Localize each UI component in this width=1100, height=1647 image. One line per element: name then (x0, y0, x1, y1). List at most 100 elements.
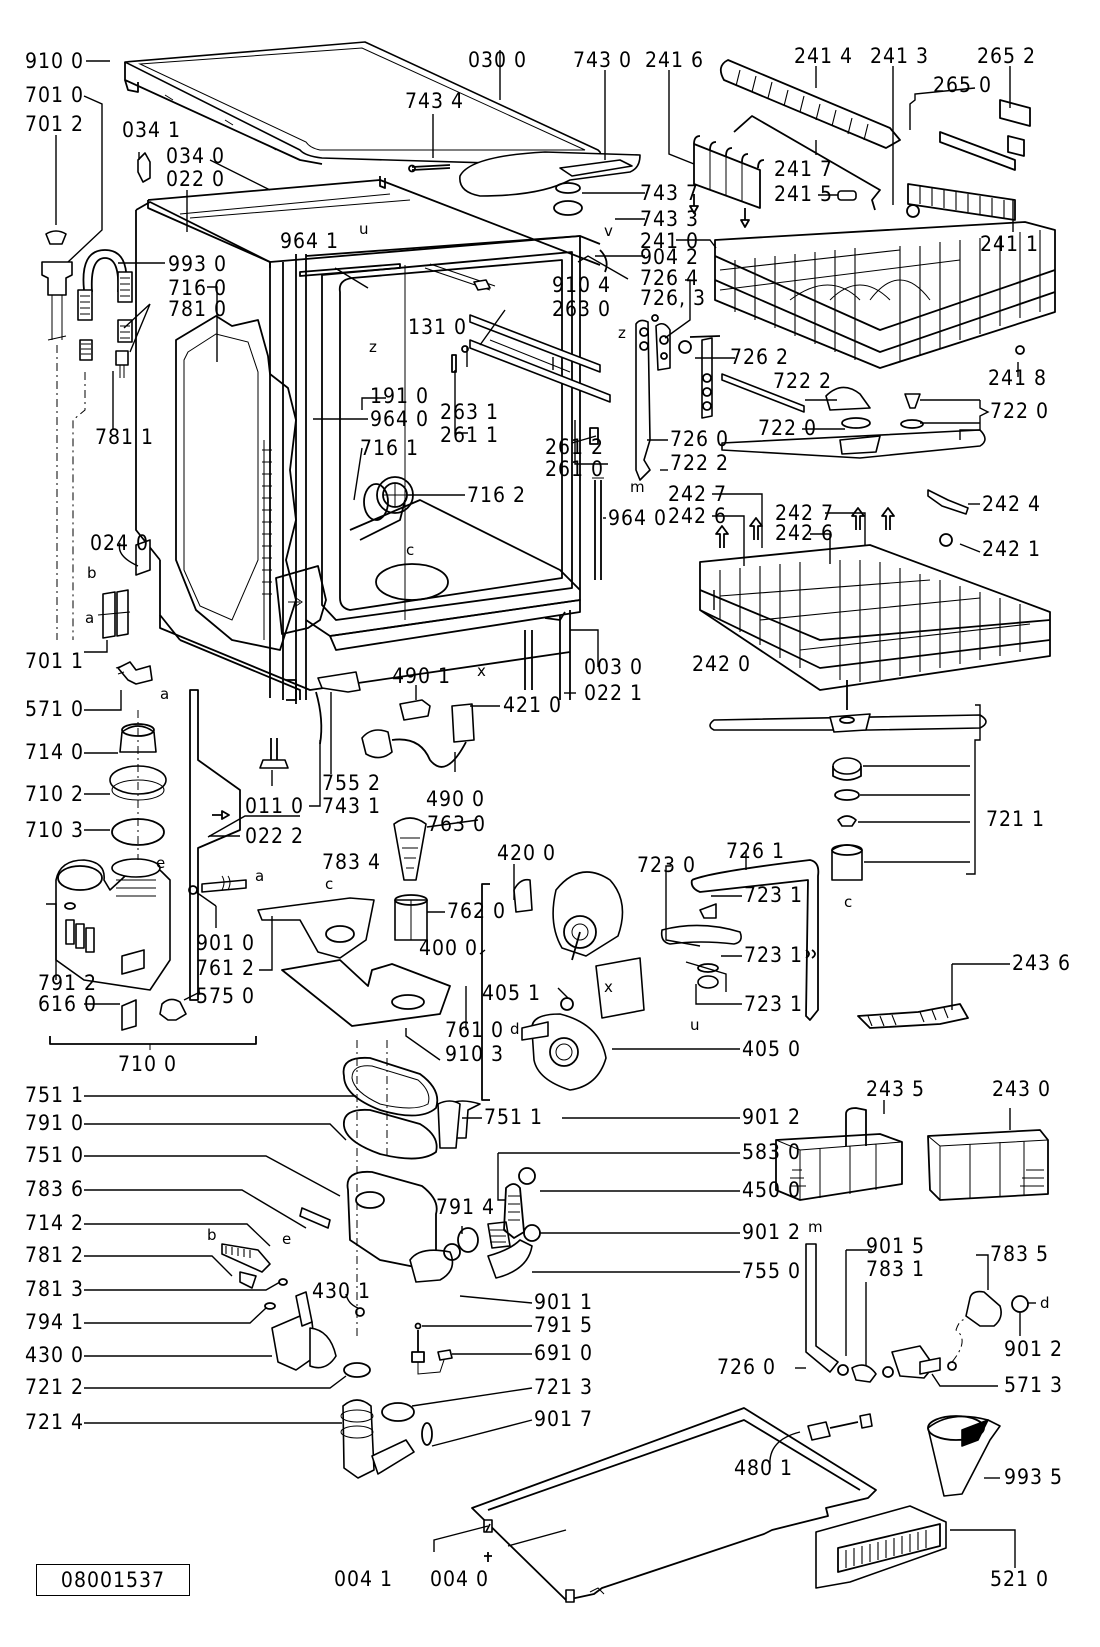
part-label-242-1: 242 1 (982, 537, 1041, 561)
part-label-405-0: 405 0 (742, 1037, 801, 1061)
part-label-243-5: 243 5 (866, 1077, 925, 1101)
part-label-964-0-right: 964 0 (608, 506, 667, 530)
part-label-191-0: 191 0 (370, 384, 429, 408)
cable-connector (807, 1413, 873, 1441)
upper-spray-arm (721, 373, 986, 459)
part-label-781-0: 781 0 (168, 297, 227, 321)
tub-cabinet (135, 176, 611, 704)
fold-down-rack (907, 99, 1031, 221)
drawing-number: 08001537 (60, 1568, 166, 1592)
part-label-726-0-top: 726 0 (670, 427, 729, 451)
part-label-722-0-group: 722 0 (990, 399, 1049, 423)
water-tube-lower (805, 1243, 839, 1373)
part-label-723-1-top: 723 1 (744, 883, 803, 907)
part-label-721-3: 721 3 (534, 1375, 593, 1399)
basket-label-tag (837, 190, 857, 201)
part-label-430-0: 430 0 (25, 1343, 84, 1367)
part-label-781-1: 781 1 (95, 425, 154, 449)
connector-z: z (618, 324, 626, 342)
basket-clip (927, 489, 969, 515)
part-label-034-0: 034 0 (166, 144, 225, 168)
part-label-243-0: 243 0 (992, 1077, 1051, 1101)
part-label-421-0: 421 0 (503, 693, 562, 717)
part-label-910-3: 910 3 (445, 1042, 504, 1066)
part-label-721-2: 721 2 (25, 1375, 84, 1399)
part-label-242-7-left: 242 7 (668, 482, 727, 506)
part-label-710-0: 710 0 (118, 1052, 177, 1076)
part-label-751-1-left: 751 1 (25, 1083, 84, 1107)
part-label-011-0: 011 0 (245, 794, 304, 818)
part-label-575-0: 575 0 (196, 984, 255, 1008)
part-label-722-2-bottom: 722 2 (670, 451, 729, 475)
middle-spray-pipe (660, 859, 820, 1021)
leader-lines (46, 50, 1036, 1568)
part-label-241-8: 241 8 (988, 366, 1047, 390)
part-label-710-2: 710 2 (25, 782, 84, 806)
part-label-241-6: 241 6 (645, 48, 704, 72)
connector-pipe (188, 875, 247, 895)
hose-guide (315, 691, 323, 745)
top-cover (124, 41, 602, 167)
part-label-004-0: 004 0 (430, 1567, 489, 1591)
connector-m: m (808, 1218, 823, 1236)
part-label-571-3: 571 3 (1004, 1373, 1063, 1397)
part-label-034-1: 034 1 (122, 118, 181, 142)
part-label-761-0: 761 0 (445, 1018, 504, 1042)
filter-set (393, 817, 428, 941)
adjustable-foot (259, 738, 289, 769)
part-label-722-0: 722 0 (758, 416, 817, 440)
part-label-743-3: 743 3 (640, 207, 699, 231)
drain-connector (340, 1362, 433, 1479)
connector-b: b (87, 564, 97, 582)
part-label-243-6: 243 6 (1012, 951, 1071, 975)
part-label-022-1: 022 1 (584, 681, 643, 705)
lower-wheel (939, 533, 953, 547)
part-label-701-0: 701 0 (25, 83, 84, 107)
part-label-022-0: 022 0 (166, 167, 225, 191)
connector-c: c (406, 541, 414, 559)
drain-pump (221, 1207, 365, 1371)
part-label-710-3: 710 3 (25, 818, 84, 842)
sump-plate (408, 151, 641, 216)
connector-e: e (282, 1230, 291, 1248)
part-label-743-4: 743 4 (405, 89, 464, 113)
part-label-490-0: 490 0 (426, 787, 485, 811)
part-label-241-1: 241 1 (980, 232, 1039, 256)
part-label-726-1: 726 1 (726, 839, 785, 863)
part-label-751-1-right: 751 1 (484, 1105, 543, 1129)
part-label-265-0: 265 0 (933, 73, 992, 97)
heating-element (281, 959, 451, 1027)
part-label-004-1: 004 1 (334, 1567, 393, 1591)
part-label-241-5: 241 5 (774, 182, 833, 206)
part-label-761-2: 761 2 (196, 956, 255, 980)
part-label-901-2-c: 901 2 (1004, 1337, 1063, 1361)
part-label-964-0-left: 964 0 (370, 407, 429, 431)
part-label-450-0: 450 0 (742, 1178, 801, 1202)
part-label-910-4: 910 4 (552, 273, 611, 297)
part-label-726-3: 726, 3 (640, 286, 706, 310)
connector-b: b (207, 1226, 217, 1244)
control-panel-strip (815, 1505, 947, 1589)
part-label-714-0: 714 0 (25, 740, 84, 764)
arrow-icons (212, 194, 750, 820)
part-label-901-7: 901 7 (534, 1407, 593, 1431)
part-label-241-7: 241 7 (774, 157, 833, 181)
part-label-783-5: 783 5 (990, 1242, 1049, 1266)
part-label-901-0: 901 0 (196, 931, 255, 955)
part-label-430-1: 430 1 (312, 1279, 371, 1303)
arrow-down-icon (689, 194, 699, 214)
part-label-726-0-bottom: 726 0 (717, 1355, 776, 1379)
part-label-783-6: 783 6 (25, 1177, 84, 1201)
part-label-261-1: 261 1 (440, 423, 499, 447)
connector-v: v (604, 222, 613, 240)
lower-spray-arm (709, 680, 987, 881)
part-label-904-2: 904 2 (640, 245, 699, 269)
part-label-964-1: 964 1 (280, 229, 339, 253)
part-label-241-0: 241 0 (640, 229, 699, 253)
part-label-783-4: 783 4 (322, 850, 381, 874)
level-sensor (411, 1322, 453, 1375)
part-label-993-0: 993 0 (168, 252, 227, 276)
part-label-490-1: 490 1 (392, 664, 451, 688)
part-label-723-1-mid: 723 1 (744, 943, 803, 967)
